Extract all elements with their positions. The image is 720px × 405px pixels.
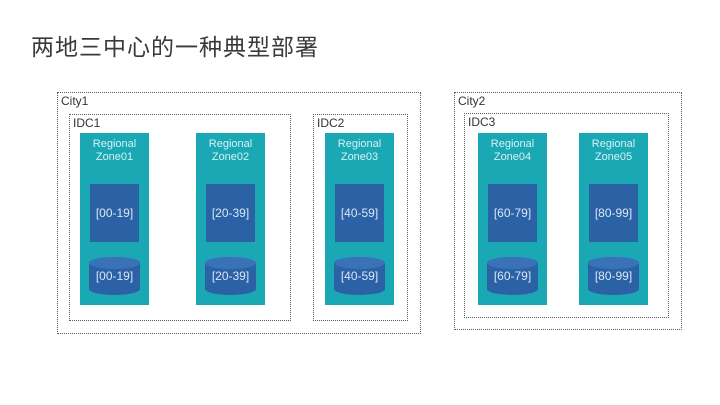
database-cylinder-icon: [80-99] [588, 257, 639, 295]
range-block: [60-79] [488, 184, 537, 242]
range-label: [20-39] [211, 269, 250, 283]
database-cylinder-icon: [40-59] [334, 257, 385, 295]
range-block: [00-19] [90, 184, 139, 242]
zone-name-line2: Zone01 [95, 151, 134, 163]
zone-name-line1: Regional [92, 138, 137, 150]
idc-label: IDC1 [73, 116, 101, 130]
range-block: [40-59] [335, 184, 384, 242]
regional-zone-01: Regional Zone01 [00-19] [00-19] [80, 133, 149, 305]
range-label: [60-79] [493, 269, 532, 283]
zone-name: Regional Zone03 [325, 138, 394, 164]
regional-zone-05: Regional Zone05 [80-99] [80-99] [579, 133, 648, 305]
page-title: 两地三中心的一种典型部署 [31, 35, 319, 61]
zone-name: Regional Zone05 [579, 138, 648, 164]
zone-name: Regional Zone02 [196, 138, 265, 164]
city-box-city2: City2 [454, 92, 682, 330]
zone-name-line1: Regional [490, 138, 535, 150]
city-box-city1: City1 [57, 92, 421, 334]
zone-name-line1: Regional [208, 138, 253, 150]
zone-name: Regional Zone01 [80, 138, 149, 164]
regional-zone-02: Regional Zone02 [20-39] [20-39] [196, 133, 265, 305]
zone-name-line1: Regional [337, 138, 382, 150]
zone-name: Regional Zone04 [478, 138, 547, 164]
regional-zone-04: Regional Zone04 [60-79] [60-79] [478, 133, 547, 305]
range-label: [80-99] [594, 269, 633, 283]
idc-box-idc3: IDC3 [464, 113, 669, 318]
idc-label: IDC3 [468, 115, 496, 129]
regional-zone-03: Regional Zone03 [40-59] [40-59] [325, 133, 394, 305]
range-label: [40-59] [340, 269, 379, 283]
idc-box-idc1: IDC1 [69, 114, 291, 321]
city-label: City2 [458, 94, 486, 108]
zone-name-line2: Zone05 [594, 151, 633, 163]
zone-name-line2: Zone03 [340, 151, 379, 163]
range-block: [20-39] [206, 184, 255, 242]
zone-name-line1: Regional [591, 138, 636, 150]
range-block: [80-99] [589, 184, 638, 242]
idc-box-idc2: IDC2 [313, 114, 408, 321]
zone-name-line2: Zone02 [211, 151, 250, 163]
city-label: City1 [61, 94, 89, 108]
range-label: [00-19] [95, 269, 134, 283]
database-cylinder-icon: [20-39] [205, 257, 256, 295]
database-cylinder-icon: [60-79] [487, 257, 538, 295]
zone-name-line2: Zone04 [493, 151, 532, 163]
idc-label: IDC2 [317, 116, 345, 130]
database-cylinder-icon: [00-19] [89, 257, 140, 295]
